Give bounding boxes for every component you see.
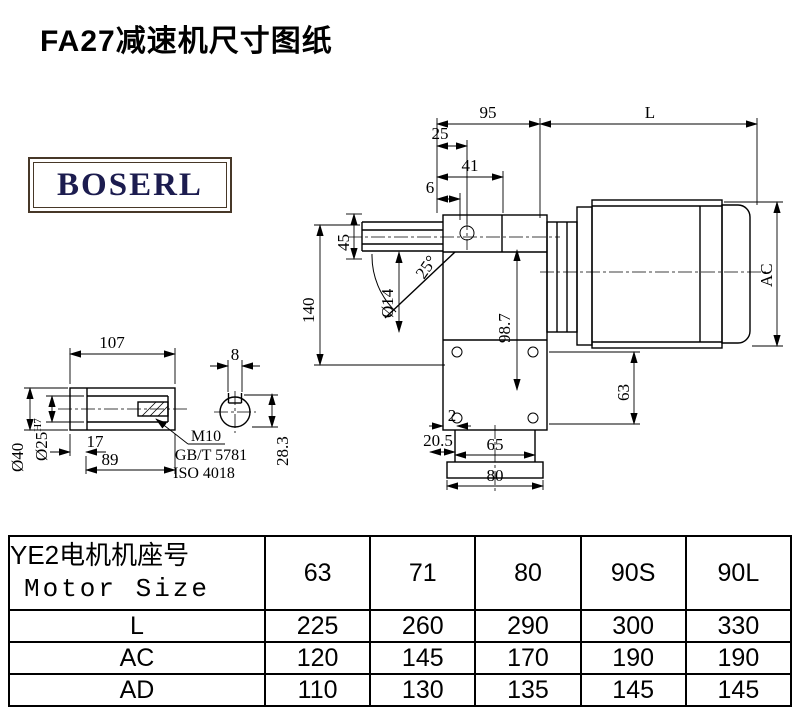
cell: 135: [474, 673, 582, 707]
header-size-80: 80: [474, 535, 582, 611]
cell: 290: [474, 609, 582, 643]
dim-m10: M10: [191, 428, 221, 445]
cell: 145: [369, 641, 477, 675]
dim-gbt: GB/T 5781: [175, 447, 247, 464]
dimension-lines: [26, 120, 781, 490]
dim-dia14: Ø14: [378, 288, 397, 318]
dim-iso: ISO 4018: [173, 465, 235, 482]
dim-65: 65: [487, 435, 504, 454]
gearbox-details: [371, 225, 539, 424]
cell: 170: [474, 641, 582, 675]
dim-angle-25: 25°: [412, 252, 441, 282]
header-label-en: Motor Size: [24, 574, 211, 604]
cell: 225: [263, 609, 372, 643]
dim-107: 107: [99, 333, 125, 352]
dim-2: 2: [448, 406, 457, 425]
cell: 300: [579, 609, 687, 643]
cell: 190: [684, 641, 793, 675]
dim-80: 80: [487, 466, 504, 485]
dimension-labels-rotated: 45 140 Ø14 98.7 AC 63 Ø40 28.3 25° Ø25H7: [8, 234, 776, 472]
shaft-hole-hatch: [141, 401, 169, 417]
dim-20-5: 20.5: [423, 431, 453, 450]
motor-size-table: YE2电机机座号 Motor Size 63 71 80 90S 90L L 2…: [8, 535, 793, 707]
header-size-71: 71: [369, 535, 477, 611]
cell: 145: [579, 673, 687, 707]
row-label: AD: [8, 673, 266, 707]
header-size-90s: 90S: [579, 535, 687, 611]
cell: 120: [263, 641, 372, 675]
cell: 260: [369, 609, 477, 643]
table-row-AC: AC 120 145 170 190 190: [8, 641, 793, 675]
dim-17: 17: [87, 432, 105, 451]
cell: 145: [684, 673, 793, 707]
cell: 190: [579, 641, 687, 675]
header-label-cn: YE2电机机座号: [10, 540, 190, 571]
gearbox-motor-outline: [361, 199, 751, 479]
dim-25: 25: [432, 124, 449, 143]
dim-dia25h7: Ø25H7: [32, 418, 51, 461]
brand-logo: BOSERL: [28, 157, 232, 213]
dim-45: 45: [334, 234, 353, 251]
dim-89: 89: [102, 450, 119, 469]
dim-dia40: Ø40: [8, 443, 27, 472]
dim-95: 95: [480, 103, 497, 122]
cell: 130: [369, 673, 477, 707]
shaft-detail-outline: [69, 387, 251, 431]
dim-L: L: [645, 103, 655, 122]
row-label: L: [8, 609, 266, 643]
extension-lines: [24, 118, 783, 490]
table-header-row: YE2电机机座号 Motor Size 63 71 80 90S 90L: [8, 535, 793, 611]
table-row-L: L 225 260 290 300 330: [8, 609, 793, 643]
dim-98-7: 98.7: [495, 313, 514, 343]
dim-28-3: 28.3: [273, 436, 292, 466]
dim-140: 140: [299, 298, 318, 324]
header-label-cell: YE2电机机座号 Motor Size: [8, 535, 266, 611]
table-row-AD: AD 110 130 135 145 145: [8, 673, 793, 707]
cell: 330: [684, 609, 793, 643]
brand-logo-text: BOSERL: [33, 162, 227, 208]
header-size-63: 63: [263, 535, 372, 611]
dimension-drawing: 95 L 25 41 6 2 20.5 65 80 107 8 17 89 M1…: [8, 103, 783, 492]
dimension-labels: 95 L 25 41 6 2 20.5 65 80 107 8 17 89 M1…: [87, 103, 656, 485]
dim-AC: AC: [757, 263, 776, 287]
dim-41: 41: [462, 156, 479, 175]
dim-63: 63: [614, 384, 633, 401]
cell: 110: [263, 673, 372, 707]
header-size-90l: 90L: [684, 535, 793, 611]
page-title: FA27减速机尺寸图纸: [40, 25, 333, 58]
dim-8: 8: [231, 345, 240, 364]
row-label: AC: [8, 641, 266, 675]
dim-6: 6: [426, 178, 435, 197]
